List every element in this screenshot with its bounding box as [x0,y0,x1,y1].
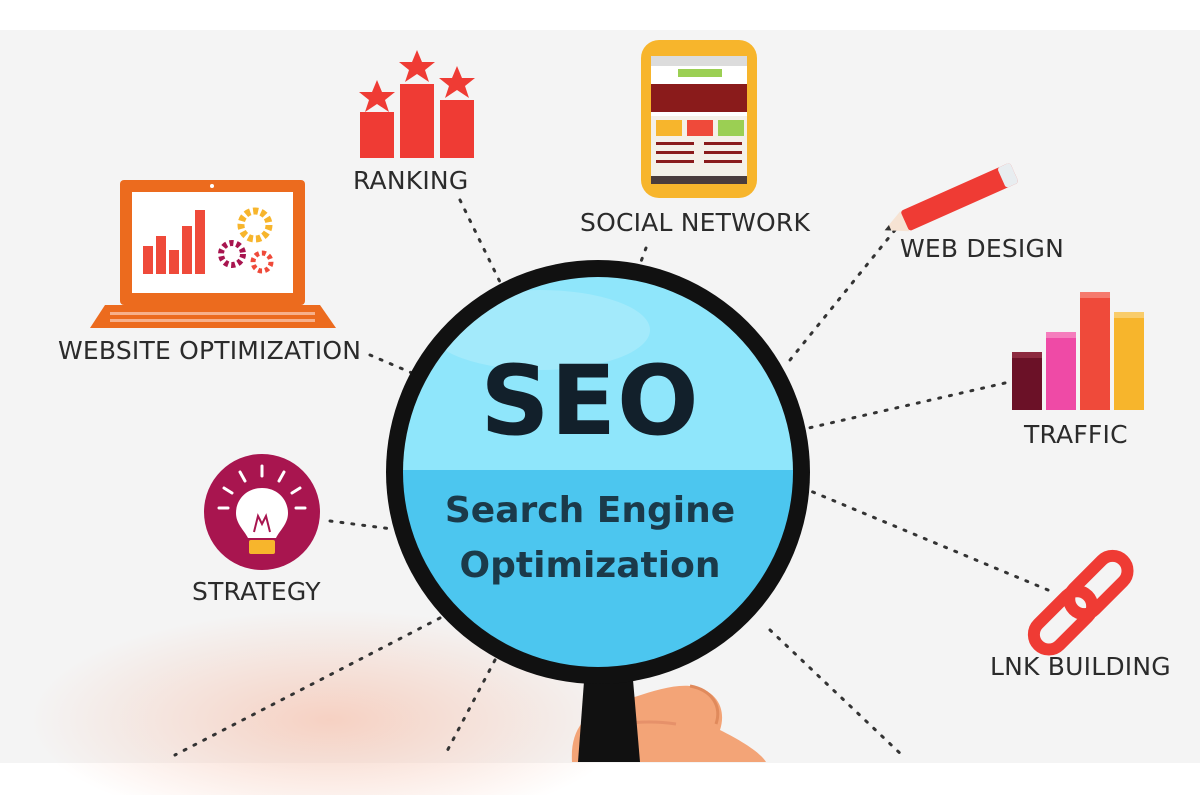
seo-subtitle-line2: Optimization [459,545,721,586]
connector-ranking [458,198,502,284]
bar-chart-icon [1012,292,1144,410]
lightbulb-icon [204,454,320,570]
seo-title: SEO [480,345,700,457]
label-social-network: SOCIAL NETWORK [580,208,811,237]
connector-bottom-left-2 [443,658,497,757]
background-glow [30,610,630,795]
connector-traffic [798,381,1007,432]
label-link-building: LNK BUILDING [990,652,1171,681]
laptop-chart-gears-icon [90,180,336,328]
magnifier-handle [578,668,640,762]
connector-website-optimization [368,353,414,375]
mobile-phone-icon [641,40,757,198]
connector-link-building [806,488,1050,592]
label-traffic: TRAFFIC [1024,420,1128,449]
ranking-bars-stars-icon [359,50,475,158]
seo-subtitle-line1: Search Engine [444,490,736,531]
connector-lines [173,198,1050,760]
label-strategy: STRATEGY [192,577,321,606]
connector-strategy [328,519,394,531]
label-website-optimization: WEBSITE OPTIMIZATION [58,336,362,365]
chain-link-icon [1027,549,1134,656]
magnifier-lens [386,260,810,684]
label-web-design: WEB DESIGN [900,234,1064,263]
connector-bottom-right [768,628,907,760]
pencil-icon [884,163,1018,232]
label-ranking: RANKING [353,166,469,195]
